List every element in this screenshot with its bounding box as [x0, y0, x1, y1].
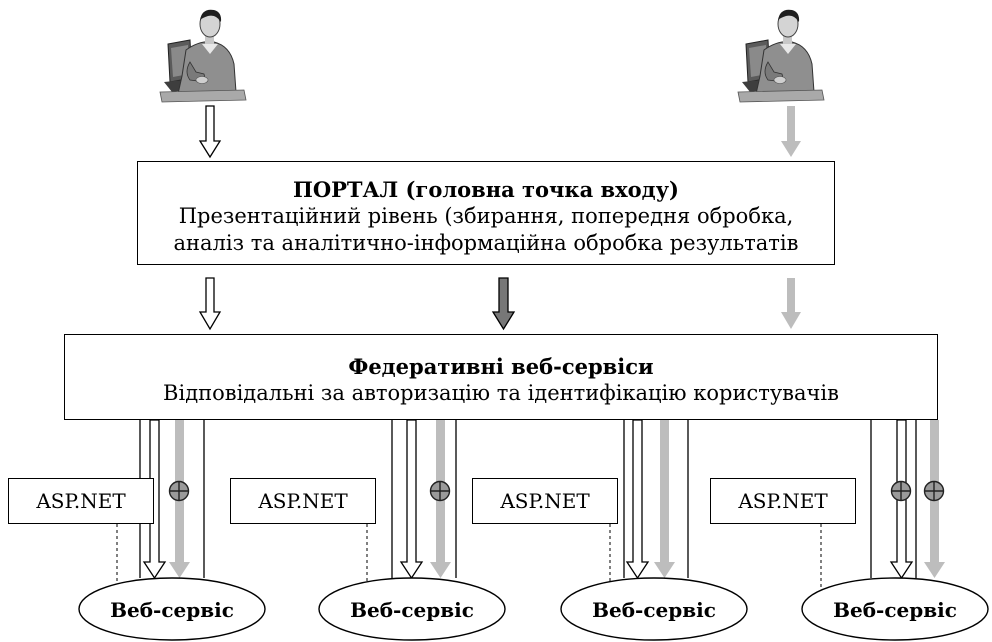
cluster-4-channels: [820, 419, 945, 590]
user-at-laptop-icon: [159, 9, 247, 103]
portal-title: ПОРТАЛ (головна точка входу): [293, 177, 679, 202]
user-at-laptop-icon: [737, 9, 825, 103]
cluster-3-channels: [609, 419, 689, 590]
federated-services-box: Федеративні веб-сервіси Відповідальні за…: [64, 334, 938, 420]
asp-net-box: ASP.NET: [472, 478, 618, 524]
web-service-label: Веб-сервіс: [110, 598, 234, 622]
federated-subtitle: Відповідальні за авторизацію та ідентифі…: [163, 381, 839, 405]
portal-to-federated-arrow: [198, 277, 222, 331]
portal-description-line-2: аналіз та аналітично-інформаційна обробк…: [173, 231, 799, 255]
web-service-node: [560, 577, 748, 641]
cluster-2-channels: [366, 419, 457, 590]
web-service-node: [78, 577, 266, 641]
asp-net-box: ASP.NET: [230, 478, 376, 524]
portal-description-line-1: Презентаційний рівень (збирання, поперед…: [178, 204, 794, 228]
federated-title: Федеративні веб-сервіси: [348, 354, 654, 379]
portal-to-federated-arrow: [491, 277, 516, 331]
web-service-node: [801, 577, 989, 641]
user-to-portal-arrow: [781, 106, 801, 157]
asp-net-box: ASP.NET: [710, 478, 856, 524]
encryption-icon: [429, 480, 451, 502]
portal-box: ПОРТАЛ (головна точка входу) Презентацій…: [137, 161, 835, 265]
web-service-label: Веб-сервіс: [350, 598, 474, 622]
portal-to-federated-arrow: [781, 278, 801, 329]
asp-net-box: ASP.NET: [8, 478, 154, 524]
encryption-icon: [890, 480, 912, 502]
encryption-icon: [168, 480, 190, 502]
web-service-node: [318, 577, 506, 641]
user-to-portal-arrow: [198, 105, 222, 159]
encryption-icon: [923, 480, 945, 502]
web-service-label: Веб-сервіс: [592, 598, 716, 622]
web-service-label: Веб-сервіс: [833, 598, 957, 622]
